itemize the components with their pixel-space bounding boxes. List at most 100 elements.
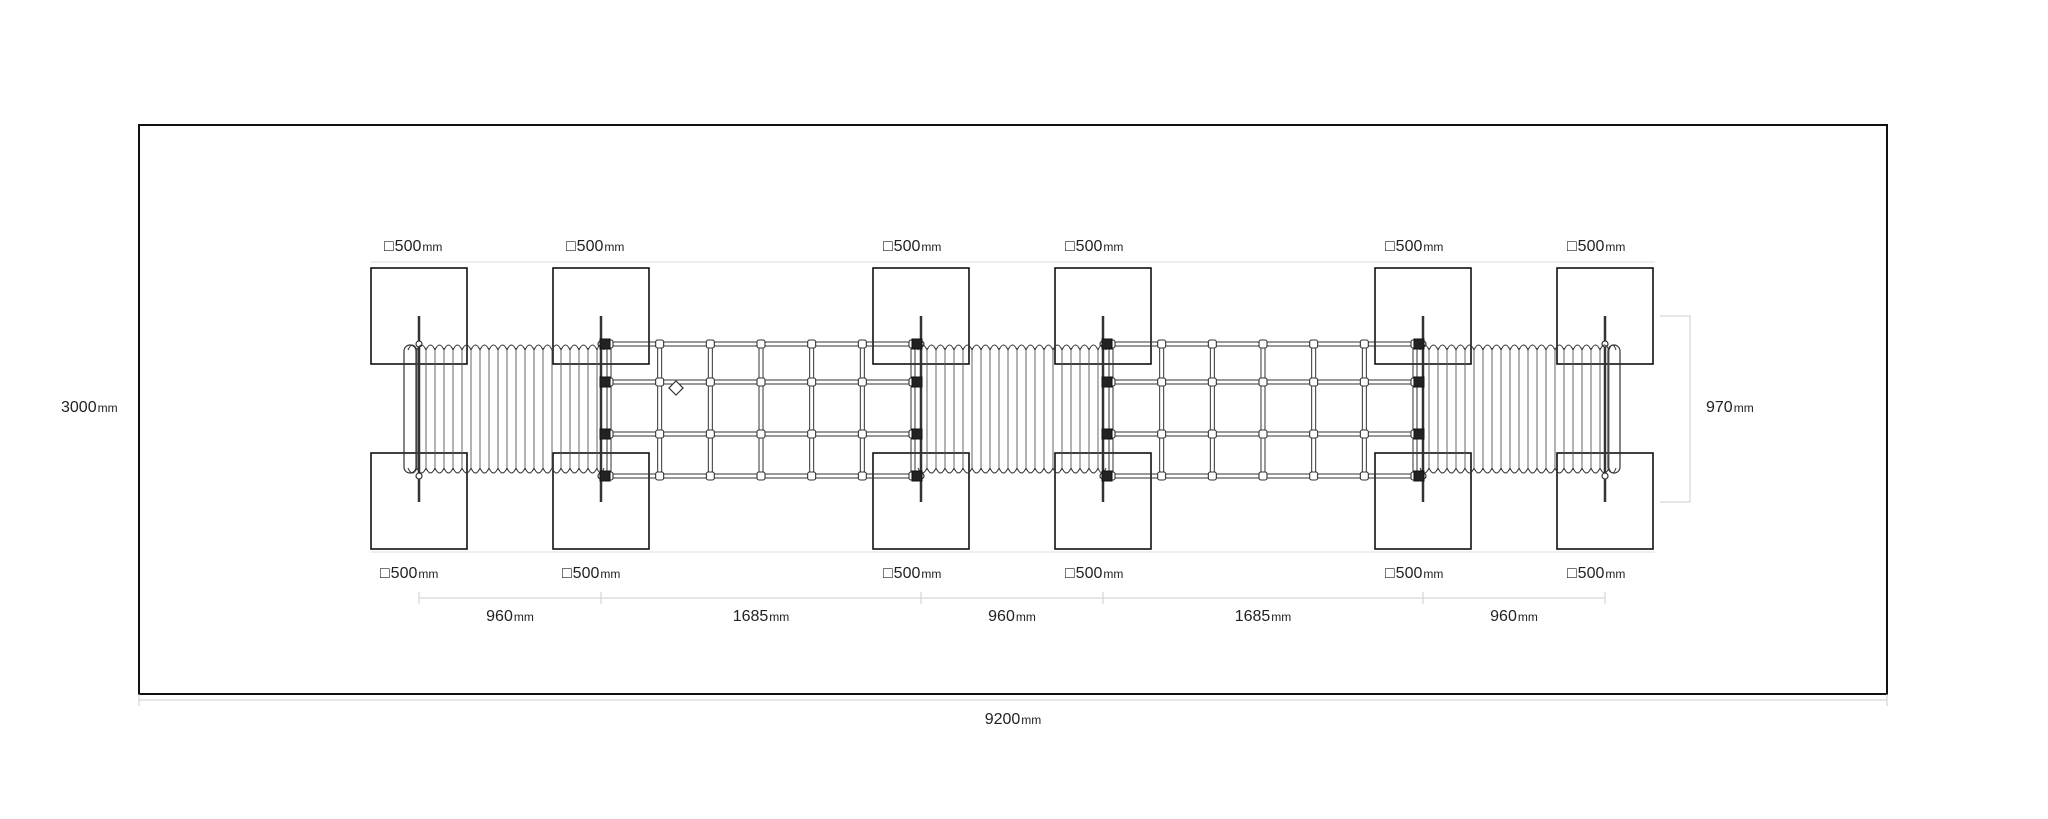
footprint-size-value: 500 [1396,565,1423,582]
spacing-value: 1685 [1235,608,1271,625]
spacing-label: 960mm [1490,608,1538,625]
footprint-size-value: 500 [894,565,921,582]
post-joint [1601,472,1609,480]
spacing-unit: mm [769,610,789,624]
spacing-value: 960 [486,608,513,625]
tube-edge [1419,344,1617,352]
spacing-label: 1685mm [1235,608,1292,625]
lattice-bracket [599,376,611,388]
lattice-clamp [655,339,665,349]
footprint-size-value: 500 [395,238,422,255]
footprint-symbol: □ [1567,565,1577,582]
footprint-symbol: □ [1567,238,1577,255]
lattice-clamp [807,377,817,387]
footprint-size-label: □500mm [562,565,620,582]
lattice-bracket [911,470,923,482]
spacing-value: 960 [988,608,1015,625]
lattice-bracket [1413,428,1425,440]
footprint-size-label: □500mm [380,565,438,582]
footprint-size-label: □500mm [1385,565,1443,582]
footprint-symbol: □ [1065,565,1075,582]
tube-edge [1419,466,1617,474]
footprint-size-value: 500 [391,565,418,582]
footprint-size-label: □500mm [1065,238,1123,255]
footprint-size-label: □500mm [1385,238,1443,255]
footprint-symbol: □ [1385,565,1395,582]
footprint-size-value: 500 [573,565,600,582]
footprint-labels: □500mm□500mm□500mm□500mm□500mm□500mm□500… [380,238,1625,582]
lattice-bracket [599,338,611,350]
lattice-clamp [857,377,867,387]
footprint-size-unit: mm [1605,240,1625,254]
footprint-size-unit: mm [418,567,438,581]
spacing-label: 1685mm [733,608,790,625]
lattice-bracket [1101,470,1113,482]
spacing-unit: mm [1271,610,1291,624]
footprint-size-unit: mm [604,240,624,254]
lattice-clamp [1207,471,1217,481]
tube-edge [407,344,605,352]
spacing-unit: mm [514,610,534,624]
footprint-size-unit: mm [600,567,620,581]
footprint-size-value: 500 [1076,565,1103,582]
diamond-marker [668,380,684,396]
footprint-size-label: □500mm [384,238,442,255]
lattice-clamp [1207,339,1217,349]
lattice-clamp [1359,339,1369,349]
lattice-clamp [655,429,665,439]
footprint-symbol: □ [1385,238,1395,255]
spacing-value: 1685 [733,608,769,625]
footprint-size-value: 500 [1578,238,1605,255]
footprint-symbol: □ [384,238,394,255]
lattice-clamp [1258,471,1268,481]
outer-height-label: 3000mm [61,399,118,416]
footprint-size-value: 500 [894,238,921,255]
lattice-clamp [807,429,817,439]
footprint-size-value: 500 [577,238,604,255]
lattice-clamp [705,339,715,349]
lattice-clamp [756,339,766,349]
footprint-size-label: □500mm [1567,238,1625,255]
lattice-clamp [857,339,867,349]
footprint-size-unit: mm [1605,567,1625,581]
lattice-bracket [911,376,923,388]
lattice-clamp [1309,429,1319,439]
lattice-clamp [1258,429,1268,439]
footprint-size-unit: mm [422,240,442,254]
lattice-clamp [1309,339,1319,349]
lattice-clamp [1157,471,1167,481]
footprint-size-value: 500 [1076,238,1103,255]
footprint-size-unit: mm [921,240,941,254]
lattice-bracket [1413,376,1425,388]
footprint-size-unit: mm [921,567,941,581]
structure-layer [370,267,1654,550]
lattice-clamp [1359,377,1369,387]
inner-height-label: 970mm [1706,399,1754,416]
lattice-clamp [1207,429,1217,439]
footprint-size-label: □500mm [1065,565,1123,582]
outer-boundary [138,124,1888,695]
lattice-clamp [655,471,665,481]
tube-cap [1607,344,1621,474]
tube-cap [403,344,417,474]
lattice-clamp [1309,471,1319,481]
lattice-clamp [705,471,715,481]
footprint-symbol: □ [380,565,390,582]
lattice-clamp [1157,377,1167,387]
spacing-label: 960mm [988,608,1036,625]
lattice-clamp [756,471,766,481]
footprint-symbol: □ [883,238,893,255]
spacing-unit: mm [1016,610,1036,624]
footprint-size-unit: mm [1423,240,1443,254]
lattice-bracket [1413,470,1425,482]
lattice-bracket [1101,428,1113,440]
lattice-clamp [705,429,715,439]
spacing-value: 960 [1490,608,1517,625]
footprint-size-label: □500mm [1567,565,1625,582]
footprint-symbol: □ [883,565,893,582]
lattice-clamp [756,429,766,439]
lattice-clamp [655,377,665,387]
footprint-size-label: □500mm [883,565,941,582]
